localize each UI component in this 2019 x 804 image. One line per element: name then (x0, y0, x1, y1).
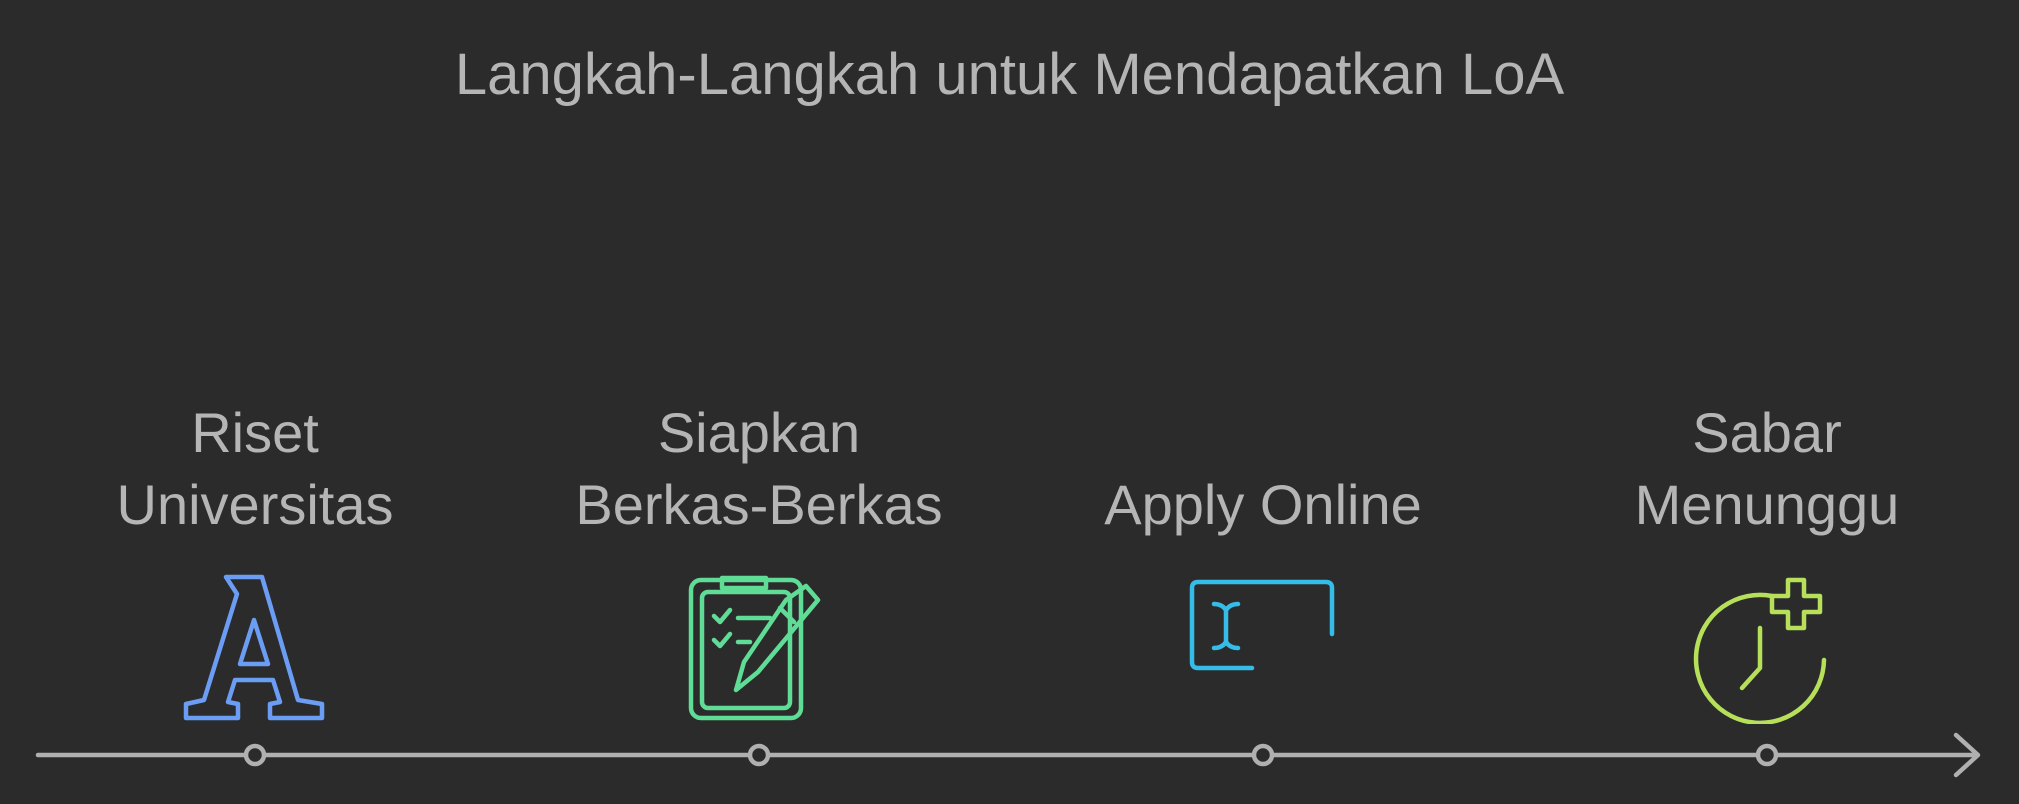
step-1-label-line2: Universitas (116, 473, 394, 536)
step-3-label-line2: Apply Online (1104, 473, 1422, 536)
step-2-marker (747, 743, 771, 767)
step-4-label: Sabar Menunggu (1537, 397, 1997, 541)
step-1-marker (243, 743, 267, 767)
clock-plus-icon (1693, 577, 1827, 724)
step-2-label-line1: Siapkan (657, 401, 861, 464)
step-4-label-line1: Sabar (1692, 401, 1842, 464)
step-3-marker (1251, 743, 1275, 767)
serif-letter-a-icon (183, 574, 325, 721)
clipboard-checklist-pencil-icon (688, 575, 821, 721)
step-1-label-line1: Riset (191, 401, 319, 464)
step-1-label: Riset Universitas (25, 397, 485, 541)
step-2-label-line2: Berkas-Berkas (575, 473, 943, 536)
step-4-marker (1755, 743, 1779, 767)
step-2-label: Siapkan Berkas-Berkas (529, 397, 989, 541)
diagram-title: Langkah-Langkah untuk Mendapatkan LoA (454, 42, 1565, 107)
step-4-label-line2: Menunggu (1634, 473, 1900, 536)
step-3-label: Apply Online (1033, 469, 1493, 541)
timeline-arrowhead-icon (1953, 732, 1981, 778)
text-cursor-input-icon (1189, 579, 1335, 671)
